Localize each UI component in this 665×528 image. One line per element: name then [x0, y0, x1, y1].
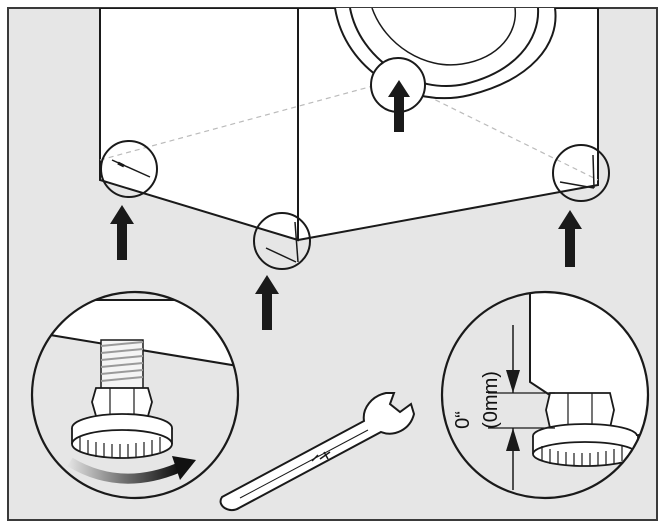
up-arrow-icon	[388, 80, 410, 132]
rotation-arrow-icon	[67, 456, 196, 484]
foot-circle-front-middle	[253, 212, 311, 270]
up-arrow-icon	[110, 205, 134, 260]
up-arrow-icon	[255, 275, 279, 330]
dimension-inches-label: 0“	[452, 411, 474, 429]
foot-circle-front-left	[100, 140, 158, 198]
dimension-mm-label: (0mm)	[480, 371, 502, 429]
adjustable-foot-icon	[30, 290, 240, 500]
wrench-icon	[219, 392, 416, 512]
appliance-cabinet	[99, 8, 599, 242]
foot-circle-rear-right	[552, 144, 610, 202]
up-arrow-icon	[558, 210, 582, 267]
foot-zero-gap-detail	[440, 290, 650, 500]
